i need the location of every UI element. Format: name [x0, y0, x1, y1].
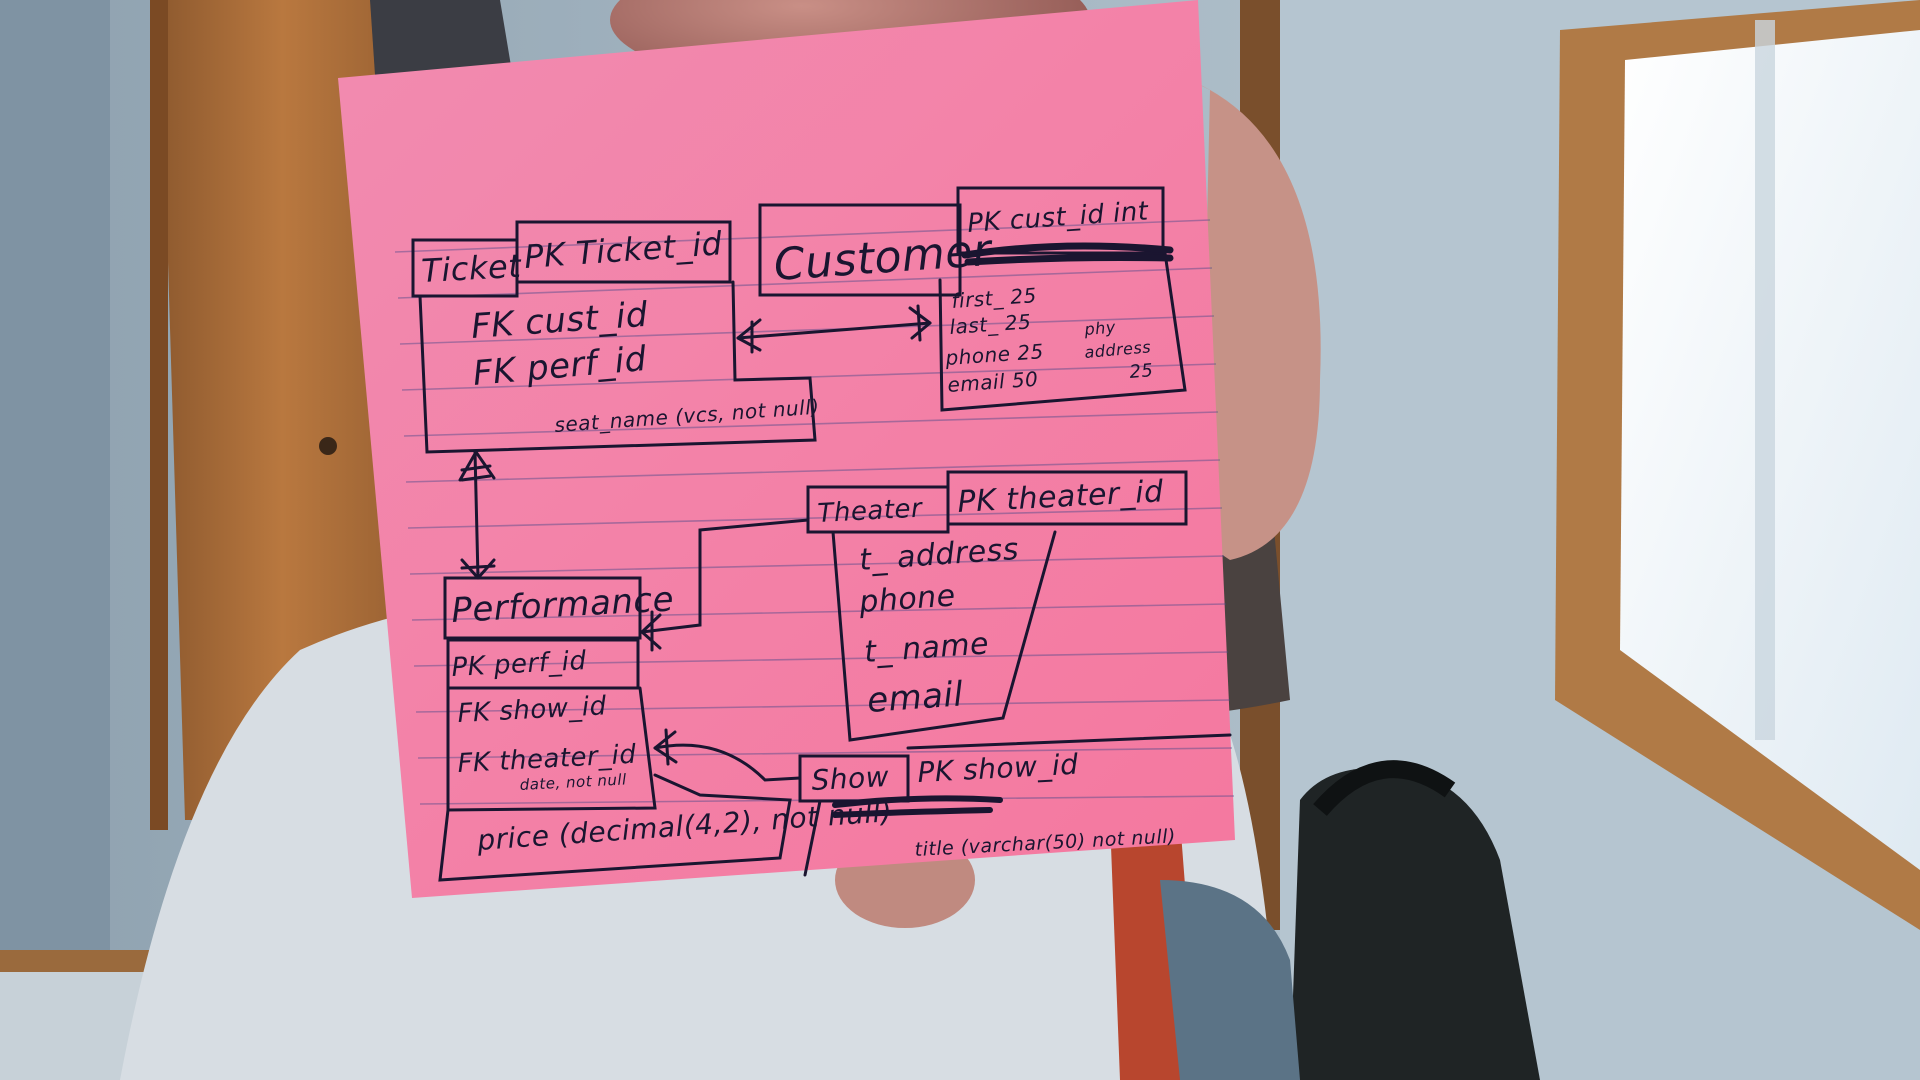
- theater-field-4: email: [866, 674, 965, 721]
- hand-palm-right: [1190, 80, 1321, 560]
- theater-field-3: t_ name: [863, 626, 990, 670]
- backpack-strap: [1313, 760, 1456, 816]
- customer-name-box: [758, 203, 962, 297]
- chair: [1160, 880, 1300, 1080]
- performance-field-3: date, not null: [519, 770, 627, 794]
- ticket-body-box: [418, 280, 817, 454]
- relationship-performance-show: [653, 728, 802, 782]
- wooden-door: [160, 0, 405, 820]
- price-box: [438, 773, 792, 882]
- performance-body-box: [446, 686, 657, 812]
- theater-body-box: [831, 530, 1057, 742]
- ticket-pk-box: [515, 220, 732, 284]
- performance-name-box: [443, 576, 642, 640]
- left-wall-shadow: [0, 0, 110, 1080]
- window-divider: [1755, 20, 1775, 740]
- show-entity: [798, 733, 1232, 877]
- customer-side-label-1: phy: [1083, 317, 1117, 339]
- theater-field-2: phone: [857, 578, 957, 620]
- relationship-ticket-customer: [736, 304, 932, 354]
- theater-entity-label: Theater: [817, 493, 925, 529]
- show-scribble: [832, 795, 1003, 818]
- performance-pk-box: [446, 638, 640, 690]
- sticky-note: [338, 0, 1235, 898]
- customer-field-2: last_ 25: [949, 309, 1032, 339]
- ruled-lines: [394, 219, 1235, 805]
- ticket-entity-label: Ticket: [420, 247, 523, 290]
- performance-entity: [438, 576, 792, 882]
- customer-scribble: [961, 242, 1174, 266]
- er-diagram: [411, 186, 1232, 882]
- door-knob: [319, 437, 337, 455]
- relationship-performance-theater: [640, 518, 810, 652]
- customer-entity: [758, 186, 1187, 412]
- ticket-entity: [411, 220, 817, 454]
- performance-pk-label: PK perf_id: [451, 646, 587, 683]
- door-frame-edge: [150, 0, 168, 830]
- backpack: [1290, 768, 1540, 1080]
- theater-pk-box: [946, 470, 1188, 526]
- customer-field-1: first_ 25: [951, 283, 1038, 313]
- show-body-box: [803, 799, 822, 877]
- customer-body-box: [938, 251, 1187, 412]
- customer-pk-box: [956, 186, 1165, 255]
- theater-entity: [806, 470, 1188, 742]
- show-pk-line: [906, 733, 1232, 750]
- customer-side-label-3: 25: [1129, 360, 1155, 383]
- show-entity-label: Show: [811, 760, 890, 797]
- relationship-ticket-performance: [458, 450, 496, 580]
